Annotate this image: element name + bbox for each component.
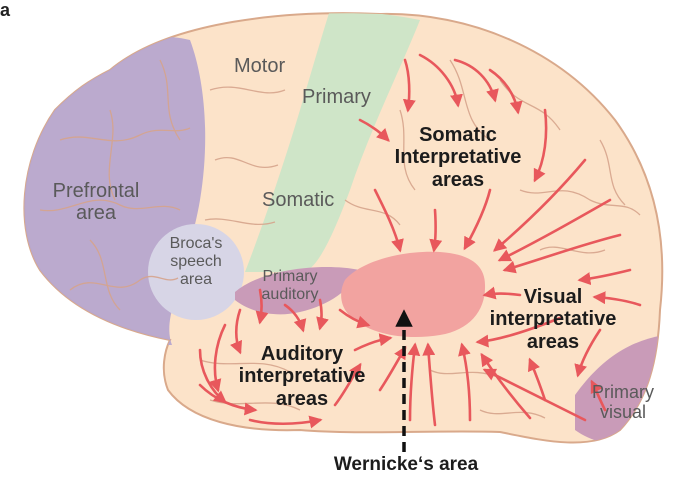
primary-visual-label: Primary visual bbox=[583, 382, 663, 422]
visual-interpretative-line: Visual bbox=[468, 286, 638, 308]
prefrontal-label-line: Prefrontal bbox=[40, 180, 152, 202]
broca-label: Broca's speech area bbox=[156, 235, 236, 289]
primary-auditory-label: Primary auditory bbox=[250, 268, 330, 304]
panel-letter: a bbox=[0, 0, 10, 21]
auditory-interpretative-label: Auditory interpretative areas bbox=[218, 343, 386, 410]
motor-label: Motor bbox=[234, 55, 285, 77]
auditory-interpretative-line: areas bbox=[218, 388, 386, 410]
broca-label-line: Broca's bbox=[156, 235, 236, 253]
primary-visual-label-line: visual bbox=[583, 402, 663, 422]
auditory-interpretative-line: interpretative bbox=[218, 365, 386, 387]
visual-interpretative-line: interpretative bbox=[468, 308, 638, 330]
somatic-interpretative-line: Somatic bbox=[372, 124, 544, 146]
primary-visual-label-line: Primary bbox=[583, 382, 663, 402]
somatic-interpretative-line: areas bbox=[372, 169, 544, 191]
primary-somatic-bottom-label: Somatic bbox=[262, 189, 334, 211]
wernicke-label: Wernicke‘s area bbox=[306, 454, 506, 475]
prefrontal-label: Prefrontal area bbox=[40, 180, 152, 225]
broca-label-line: area bbox=[156, 271, 236, 289]
visual-interpretative-label: Visual interpretative areas bbox=[468, 286, 638, 353]
somatic-interpretative-label: Somatic Interpretative areas bbox=[372, 124, 544, 191]
visual-interpretative-line: areas bbox=[468, 331, 638, 353]
somatic-interpretative-line: Interpretative bbox=[372, 146, 544, 168]
auditory-interpretative-line: Auditory bbox=[218, 343, 386, 365]
primary-somatic-top-label: Primary bbox=[302, 86, 371, 108]
primary-auditory-label-line: auditory bbox=[250, 286, 330, 304]
broca-label-line: speech bbox=[156, 253, 236, 271]
prefrontal-label-line: area bbox=[40, 202, 152, 224]
primary-auditory-label-line: Primary bbox=[250, 268, 330, 286]
